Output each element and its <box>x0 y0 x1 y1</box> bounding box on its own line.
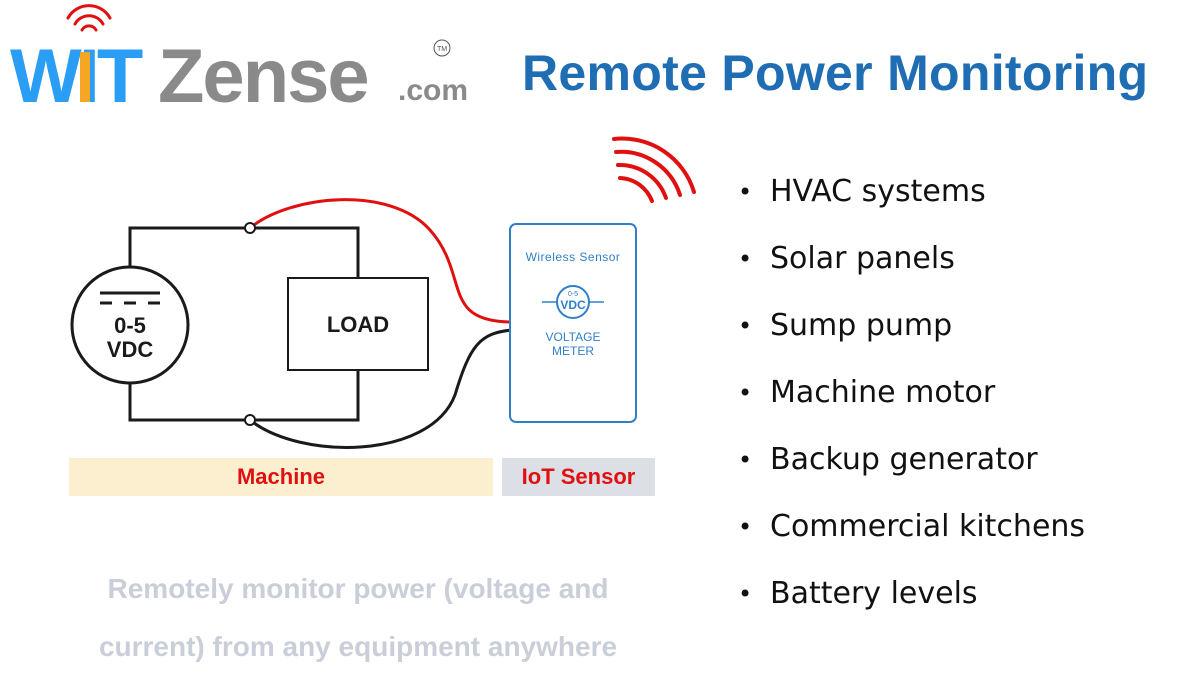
logo-zense: Zense <box>158 34 368 119</box>
list-item-label: Backup generator <box>770 442 1038 477</box>
witzense-logo: WIT Zense .com TM <box>10 4 468 119</box>
load-box <box>287 277 429 371</box>
red-probe-wire <box>249 198 513 324</box>
meter-range: 0-5 <box>568 291 578 298</box>
caption: Remotely monitor power (voltage and curr… <box>38 560 678 676</box>
list-item: • Battery levels <box>738 574 1085 641</box>
list-item: • Backup generator <box>738 440 1085 507</box>
machine-label: Machine <box>69 458 493 496</box>
list-item-label: Sump pump <box>770 308 953 343</box>
wifi-icon <box>66 4 112 32</box>
black-probe-wire <box>249 328 513 449</box>
bullet-icon: • <box>738 178 753 206</box>
logo-wit: WIT <box>10 34 143 119</box>
source-range: 0-5 <box>114 313 146 338</box>
bullet-icon: • <box>738 379 753 407</box>
load-label: LOAD <box>327 312 389 337</box>
list-item: • Commercial kitchens <box>738 507 1085 574</box>
junction-top <box>244 222 256 234</box>
bullet-icon: • <box>738 513 753 541</box>
logo-orange-i <box>80 52 90 102</box>
list-item: • HVAC systems <box>738 172 1085 239</box>
application-list: • HVAC systems • Solar panels • Sump pump •… <box>738 172 1085 641</box>
list-item-label: Solar panels <box>770 241 955 276</box>
caption-line-1: Remotely monitor power (voltage and <box>107 573 609 604</box>
trademark-text: TM <box>437 46 447 53</box>
list-item: • Solar panels <box>738 239 1085 306</box>
list-item: • Sump pump <box>738 306 1085 373</box>
voltage-source-circle <box>70 265 190 385</box>
list-item-label: Machine motor <box>770 375 996 410</box>
bullet-icon: • <box>738 580 753 608</box>
trademark-circle <box>433 39 451 57</box>
meter-unit: VDC <box>560 298 586 312</box>
iot-sensor-label: IoT Sensor <box>502 458 655 496</box>
voltmeter-icon: 0-5 VDC <box>542 285 604 319</box>
dc-symbol <box>100 291 160 305</box>
wireless-signal-icon <box>612 136 696 203</box>
bullet-icon: • <box>738 446 753 474</box>
list-item-label: Commercial kitchens <box>770 509 1086 544</box>
list-item: • Machine motor <box>738 373 1085 440</box>
caption-line-2: current) from any equipment anywhere <box>98 631 618 662</box>
bullet-icon: • <box>738 312 753 340</box>
list-item-label: Battery levels <box>770 576 978 611</box>
page-title: Remote Power Monitoring <box>522 45 1149 101</box>
meter-label-2: METER <box>552 344 594 358</box>
wireless-sensor-box <box>509 223 637 423</box>
bullet-icon: • <box>738 245 753 273</box>
source-unit: VDC <box>107 337 154 362</box>
meter-label-1: VOLTAGE <box>546 330 601 344</box>
list-item-label: HVAC systems <box>770 174 986 209</box>
sensor-title: Wireless Sensor <box>526 250 621 264</box>
circuit-diagram: 0-5 VDC LOAD Wireless Sensor 0-5 VDC VOL… <box>70 136 696 449</box>
logo-com: .com <box>398 74 468 107</box>
junction-bottom <box>244 414 256 426</box>
